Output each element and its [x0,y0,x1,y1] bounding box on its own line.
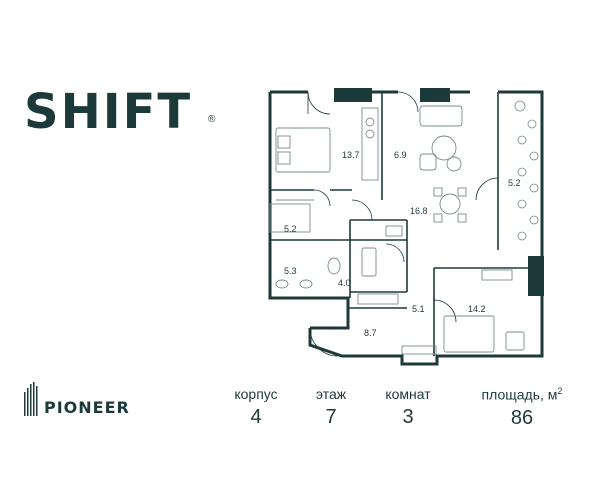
inner-walls [270,92,542,356]
floor-plan: 13.7 6.9 16.8 5.2 5.2 5.3 4.0 5.1 14.2 8… [268,88,544,366]
room-area-wardrobe: 5.2 [284,224,297,234]
stat-ploshad-value: 86 [510,406,534,429]
doors [307,91,499,357]
balcony-plants [514,100,539,241]
stat-etazh-label: этаж [315,386,347,402]
windows [334,88,544,296]
room-area-corridor: 5.1 [412,304,425,314]
registered-mark: ® [208,114,216,125]
pioneer-logo-text: PIONEER [44,398,130,417]
outer-walls [268,90,544,366]
stat-etazh-value: 7 [325,406,337,428]
stat-korpus: корпус 4 [226,386,286,429]
room-area-bedroom-1: 13.7 [342,150,360,160]
stat-korpus-label: корпус [234,386,278,402]
room-area-balcony: 5.2 [508,178,521,188]
stat-komnat: комнат 3 [376,386,440,429]
stat-ploshad-label: площадь, м2 [481,386,563,403]
stat-ploshad: площадь, м2 86 [472,386,572,430]
room-area-kitchen: 6.9 [394,150,407,160]
room-area-hall: 8.7 [364,328,377,338]
pioneer-logo-icon [24,382,38,416]
furniture [269,105,525,355]
shift-logo: SHIFT [24,84,193,140]
stat-komnat-value: 3 [402,406,414,428]
room-area-bath-2: 4.0 [338,278,351,288]
stat-korpus-value: 4 [250,406,262,428]
stat-etazh: этаж 7 [306,386,356,429]
room-area-bath-1: 5.3 [284,266,297,276]
room-area-bedroom-2: 14.2 [468,304,486,314]
stat-komnat-label: комнат [385,386,431,402]
room-area-living: 16.8 [410,206,428,216]
